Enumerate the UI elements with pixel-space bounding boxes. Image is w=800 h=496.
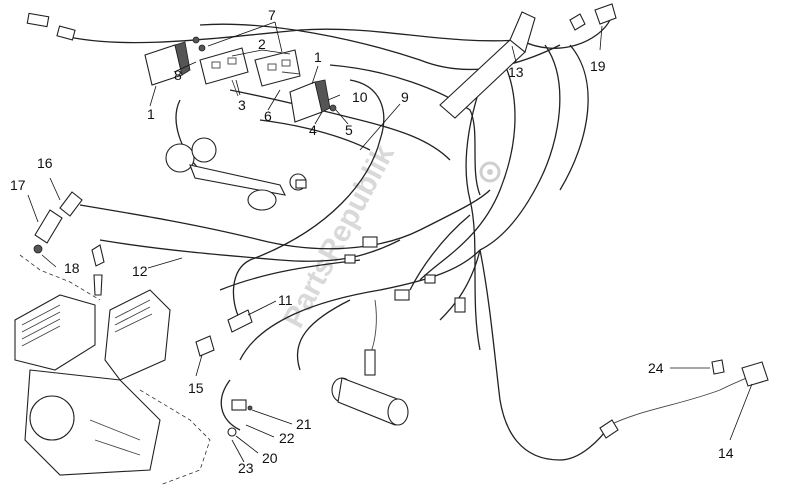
callout-1-right: 1: [314, 49, 322, 65]
callout-22: 22: [279, 430, 295, 446]
plug-cap: [33, 191, 83, 254]
relay-left: [144, 41, 191, 86]
mounting-plates: [192, 36, 337, 112]
left-connector: [26, 12, 76, 41]
harness-conduit: [439, 11, 536, 119]
plug-lead: [91, 244, 105, 296]
callout-4: 4: [309, 122, 317, 138]
callout-13: 13: [508, 64, 524, 80]
callout-17: 17: [10, 177, 26, 193]
reference-lines: [19, 254, 211, 486]
callout-20: 20: [262, 450, 278, 466]
callout-7: 7: [268, 7, 276, 23]
gear-watermark-icon: [479, 161, 501, 183]
callout-24: 24: [648, 360, 664, 376]
callout-8: 8: [174, 67, 182, 83]
top-right-connector: [569, 3, 617, 31]
callout-14: 14: [718, 445, 734, 461]
ignition-coil: [331, 349, 409, 426]
callout-6: 6: [264, 108, 272, 124]
callout-23: 23: [238, 460, 254, 476]
callout-16: 16: [37, 155, 53, 171]
side-stand-switch: [227, 399, 253, 437]
callout-2: 2: [258, 36, 266, 52]
inline-fuse: [599, 419, 619, 439]
throttle-body: [165, 137, 307, 211]
callout-labels: 1 1 2 3 4 5 6 7 8 9 10 11 12 13 14 15 16…: [10, 7, 734, 476]
sensor-24: [711, 359, 725, 375]
callout-19: 19: [590, 58, 606, 74]
sensor-15: [195, 335, 215, 357]
relay-right: [289, 79, 331, 123]
callout-1-left: 1: [147, 106, 155, 122]
callout-18: 18: [64, 260, 80, 276]
callout-9: 9: [401, 89, 409, 105]
callout-5: 5: [345, 122, 353, 138]
engine-block: [14, 289, 171, 476]
callout-12: 12: [132, 263, 148, 279]
callout-15: 15: [188, 380, 204, 396]
sensor-11: [227, 309, 253, 333]
watermark: PartsRepublik: [277, 139, 401, 333]
callout-11: 11: [278, 292, 293, 308]
sensor-14: [741, 361, 769, 387]
inline-connectors: [295, 179, 466, 313]
main-harness: [59, 19, 766, 461]
leader-lines: [27, 21, 753, 463]
callout-3: 3: [238, 97, 246, 113]
callout-10: 10: [352, 89, 368, 105]
callout-21: 21: [296, 416, 312, 432]
